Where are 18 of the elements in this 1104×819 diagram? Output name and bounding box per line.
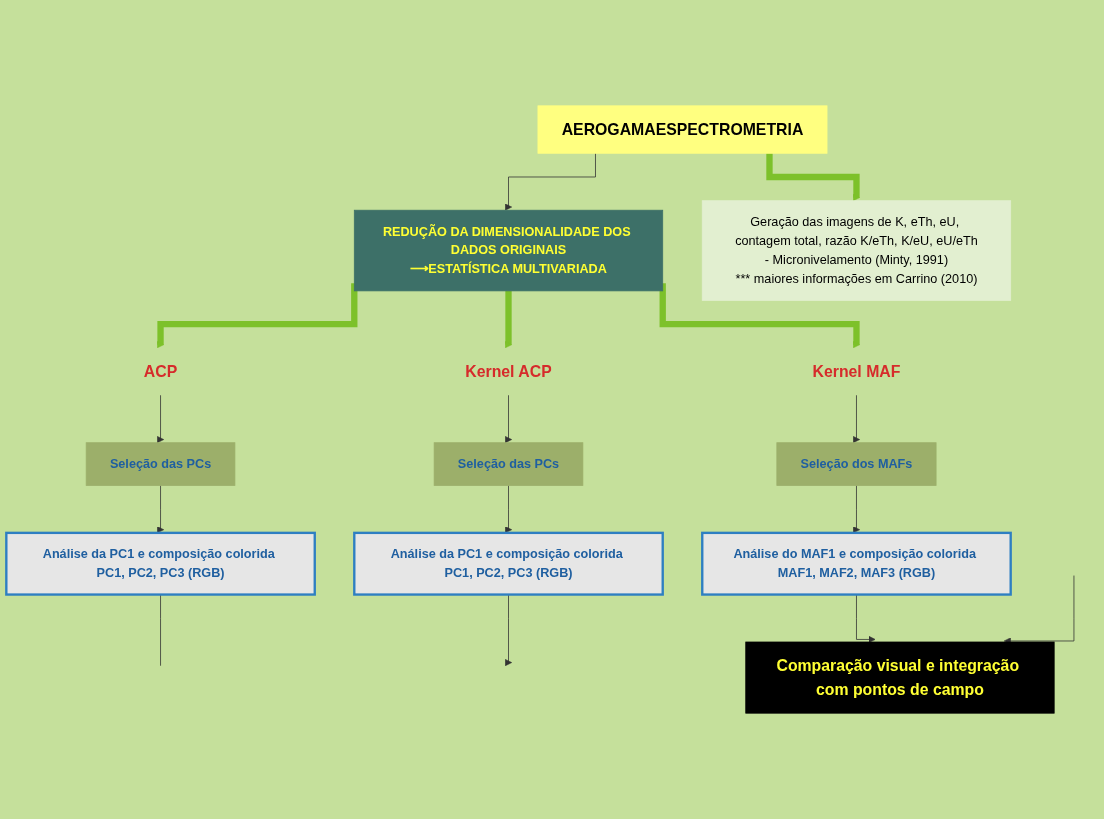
node-box: Seleção das PCs xyxy=(85,442,236,486)
connector xyxy=(160,594,161,667)
arrow xyxy=(766,153,860,202)
node-box: Seleção das PCs xyxy=(433,442,584,486)
arrow xyxy=(157,283,358,349)
node-box: Seleção dos MAFs xyxy=(776,442,937,486)
node-box: Análise do MAF1 e composição colorida MAF1, MAF2, MAF3 (RGB) xyxy=(701,531,1012,596)
node-box: Comparação visual e integração com pontos de campo xyxy=(745,641,1055,714)
arrow xyxy=(659,283,860,349)
node-box: AEROGAMAESPECTROMETRIA xyxy=(537,105,828,154)
node-text: Kernel MAF xyxy=(812,362,901,381)
node-box: REDUÇÃO DA DIMENSIONALIDADE DOS DADOS ORIGINAIS ⟶ESTATÍSTICA MULTIVARIADA xyxy=(353,209,664,292)
node-box: Análise da PC1 e composição colorida PC1, PC2, PC3 (RGB) xyxy=(5,531,316,596)
node-box: Geração das imagens de K, eTh, eU, contagem total, razão K/eTh, K/eU, eU/eTh - Micronivelamento (Minty, 1991) *** maiores informações em Carrino (2010) xyxy=(701,200,1012,301)
node-box: Análise da PC1 e composição colorida PC1, PC2, PC3 (RGB) xyxy=(353,531,664,596)
node-text: Kernel ACP xyxy=(465,362,552,381)
arrow xyxy=(505,290,512,349)
node-text: ACP xyxy=(143,362,178,381)
